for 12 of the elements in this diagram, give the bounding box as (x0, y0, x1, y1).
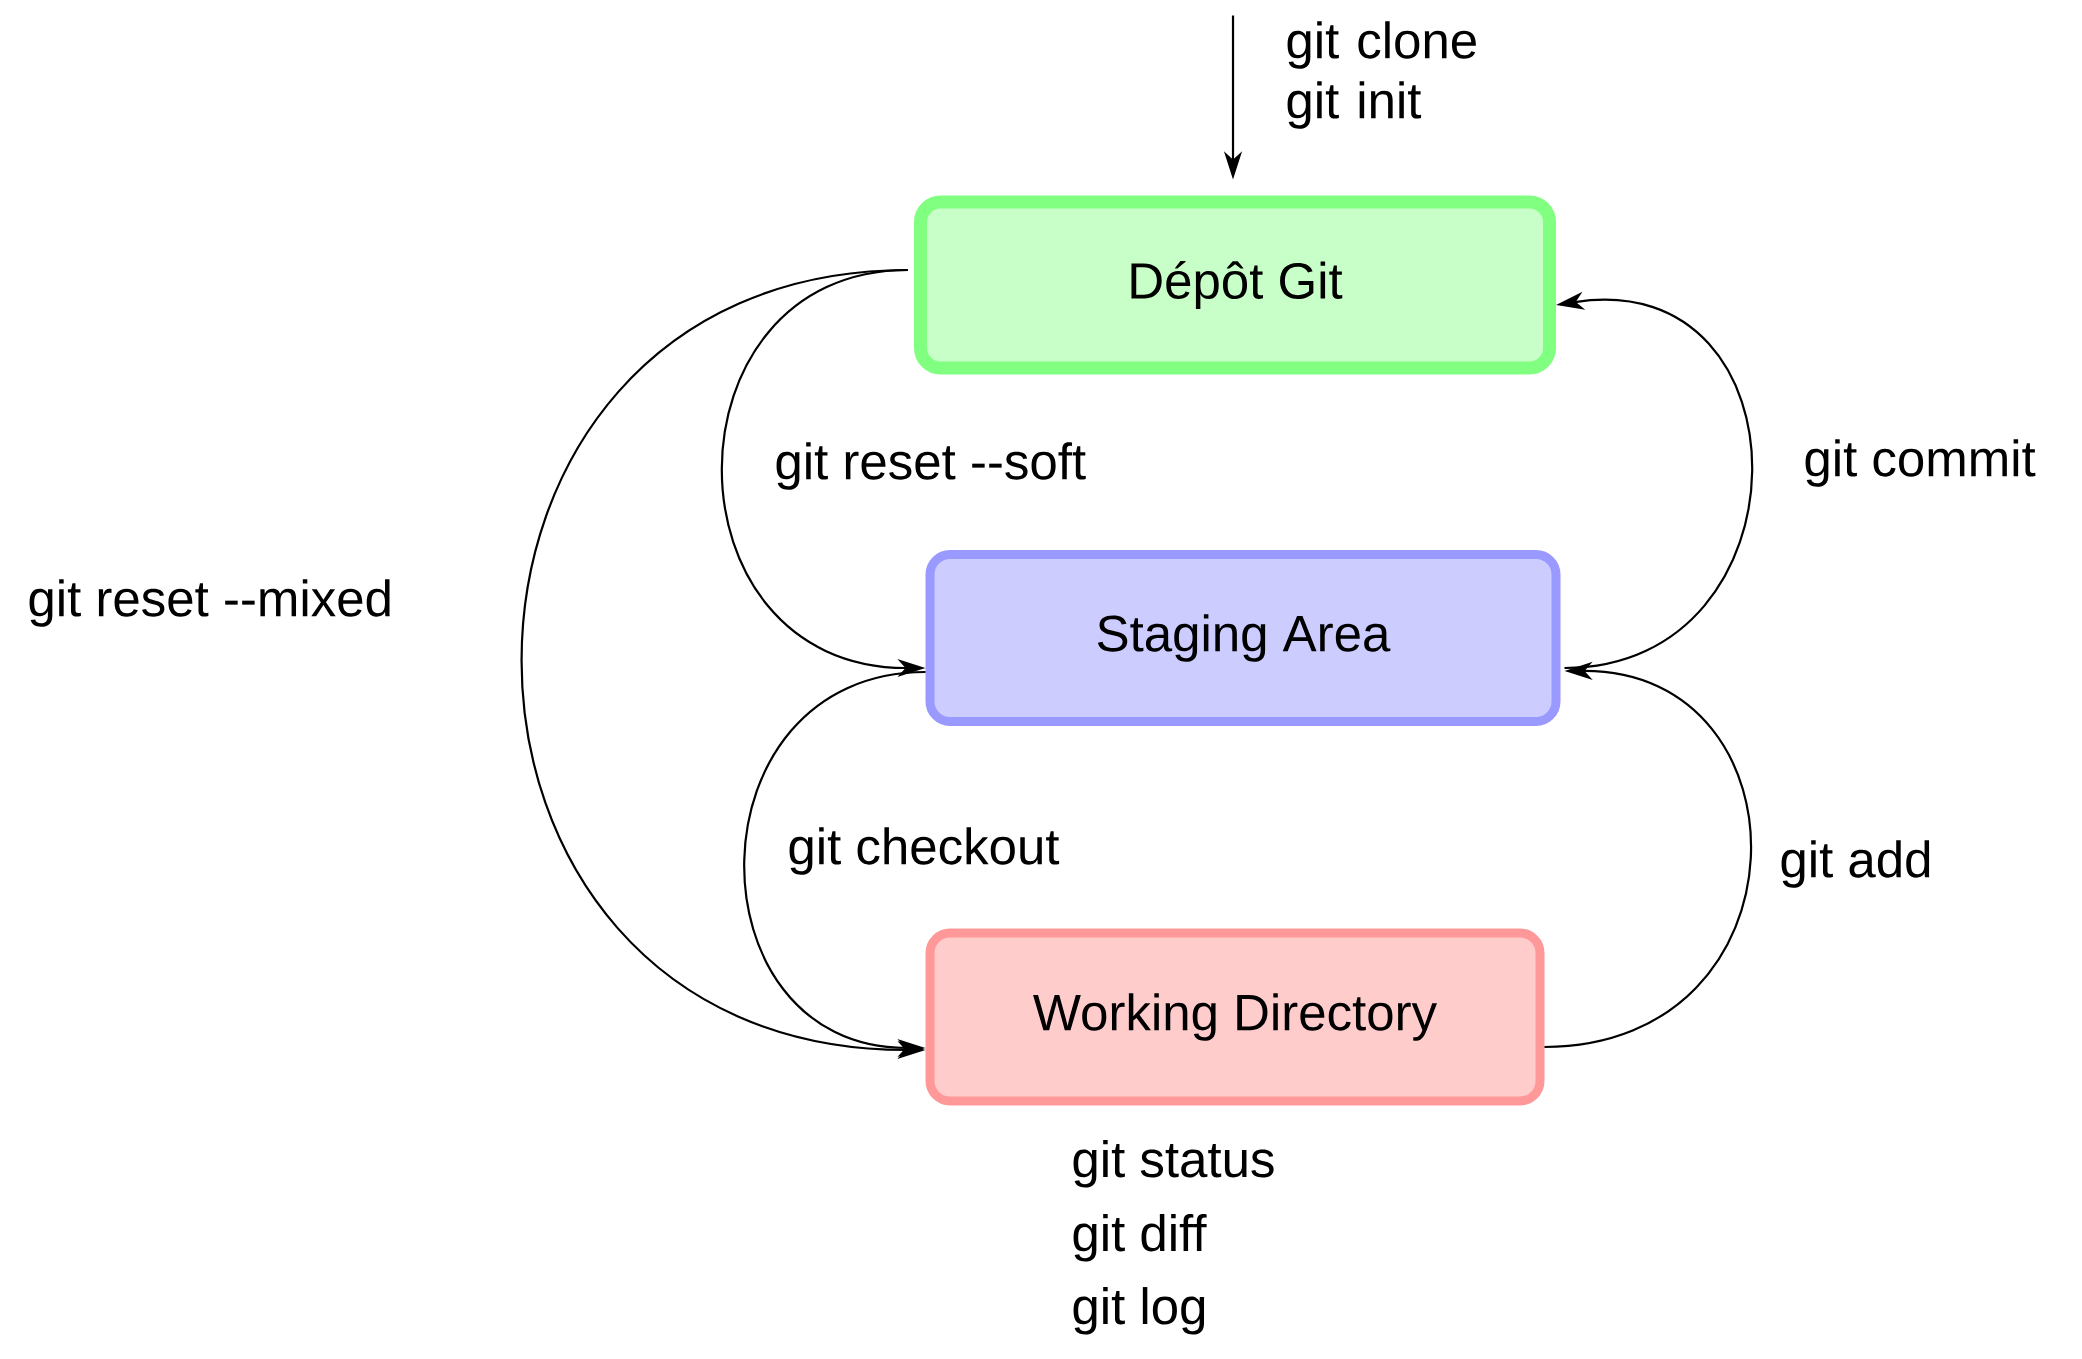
working-directory-box: Working Directory (925, 928, 1545, 1106)
edge-label: git checkout (789, 827, 1060, 875)
edge-label: git reset --mixed (29, 579, 390, 627)
edge-label: git commit (1805, 439, 2036, 487)
command-text: git log (1073, 1287, 1205, 1335)
edge-label: git add (1781, 840, 1930, 888)
command-text: git status (1073, 1140, 1274, 1188)
staging-box: Staging Area (925, 550, 1561, 726)
edge-label: git reset --soft (776, 442, 1086, 490)
repository-box: Dépôt Git (914, 195, 1556, 375)
edge-label: git clone git init (1287, 21, 1476, 129)
command-text: git diff (1073, 1214, 1207, 1262)
